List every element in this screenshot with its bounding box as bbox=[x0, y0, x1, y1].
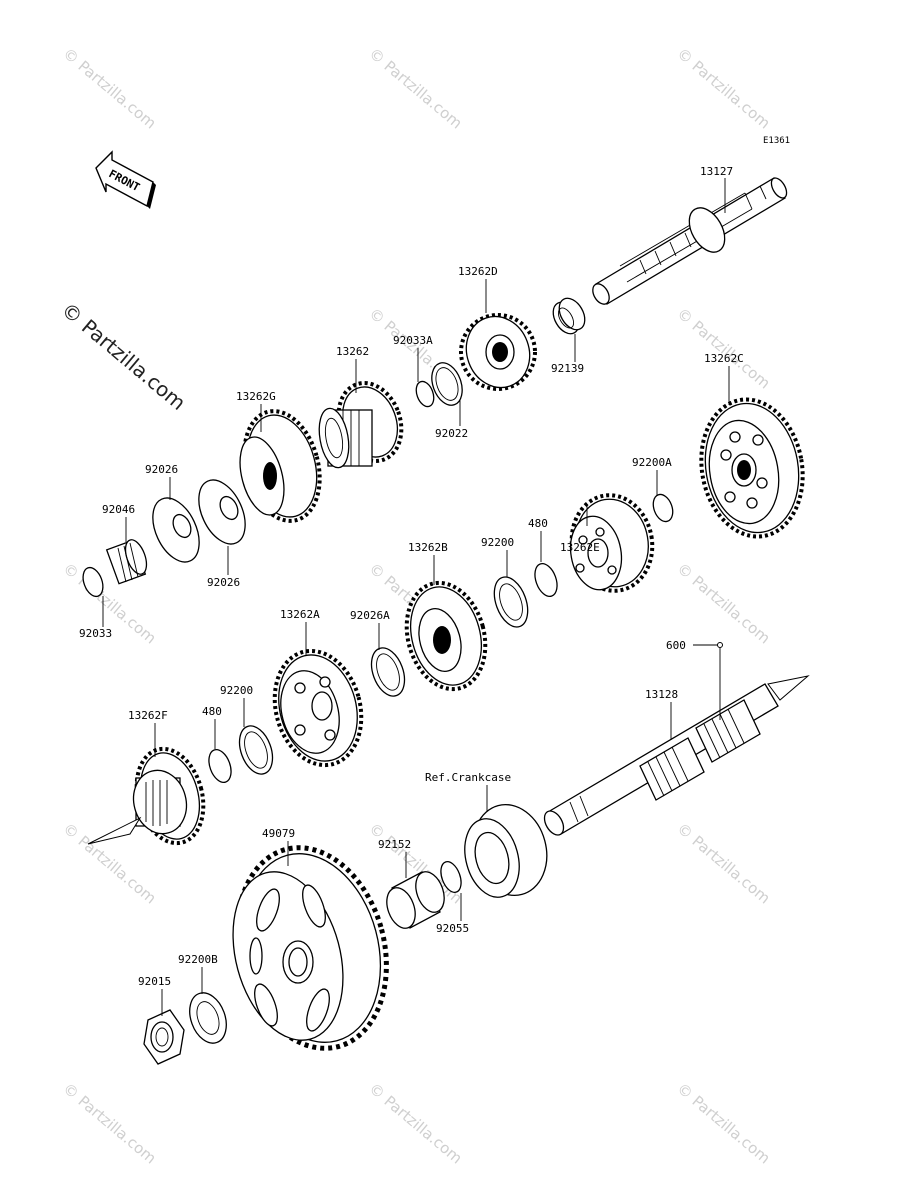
washer-92200[interactable] bbox=[488, 572, 534, 631]
watermark: © Partzilla.com bbox=[673, 819, 773, 907]
diagram-code: E1361 bbox=[763, 136, 790, 146]
circlip-480[interactable] bbox=[531, 561, 561, 600]
circlip-480-b[interactable] bbox=[205, 747, 235, 786]
watermark: © Partzilla.com bbox=[673, 304, 773, 392]
sprocket-49079[interactable] bbox=[216, 831, 408, 1065]
gear-13262B[interactable] bbox=[395, 574, 496, 698]
circlip-92055[interactable] bbox=[437, 859, 465, 895]
watermark: © Partzilla.com bbox=[673, 559, 773, 647]
front-arrow-icon: FRONT bbox=[95, 150, 156, 209]
part-label-92033A[interactable]: 92033A bbox=[393, 334, 433, 347]
part-label-13262G[interactable]: 13262G bbox=[236, 390, 276, 403]
watermark: © Partzilla.com bbox=[365, 1079, 465, 1167]
thrust-washer-92026A[interactable] bbox=[365, 643, 410, 700]
double-gear-13262[interactable] bbox=[315, 374, 412, 470]
part-label-92046[interactable]: 92046 bbox=[102, 503, 135, 516]
part-label-92200B[interactable]: 92200B bbox=[178, 953, 218, 966]
gear-13262F[interactable] bbox=[127, 741, 214, 850]
part-600-indicator[interactable] bbox=[693, 642, 723, 721]
part-label-92200-lower[interactable]: 92200 bbox=[220, 684, 253, 697]
part-label-13262F[interactable]: 13262F bbox=[128, 709, 168, 722]
thrust-washer-92026-b[interactable] bbox=[144, 491, 209, 570]
part-label-13262D[interactable]: 13262D bbox=[458, 265, 498, 278]
part-label-92026A[interactable]: 92026A bbox=[350, 609, 390, 622]
watermark: © Partzilla.com bbox=[673, 1079, 773, 1167]
collar-92152[interactable] bbox=[382, 868, 450, 932]
lock-washer-92200B[interactable] bbox=[183, 988, 233, 1048]
part-label-92200-upper[interactable]: 92200 bbox=[481, 536, 514, 549]
part-label-13127[interactable]: 13127 bbox=[700, 165, 733, 178]
part-label-92200A[interactable]: 92200A bbox=[632, 456, 672, 469]
watermark: © Partzilla.com bbox=[59, 44, 159, 132]
bushing-92139[interactable] bbox=[548, 294, 590, 338]
needle-bearing-92046[interactable] bbox=[105, 537, 151, 585]
reference-crankcase-label: Ref.Crankcase bbox=[425, 771, 511, 784]
part-label-13262A[interactable]: 13262A bbox=[280, 608, 320, 621]
circlip-92033[interactable] bbox=[79, 565, 106, 599]
crankcase-bearing[interactable] bbox=[457, 796, 557, 904]
part-label-13128[interactable]: 13128 bbox=[645, 688, 678, 701]
gear-13262D[interactable] bbox=[457, 308, 540, 397]
part-label-13262E[interactable]: 13262E bbox=[560, 541, 600, 554]
part-label-92026-lower[interactable]: 92026 bbox=[207, 576, 240, 589]
part-label-92139[interactable]: 92139 bbox=[551, 362, 584, 375]
drive-shaft-13128[interactable] bbox=[541, 675, 810, 838]
watermark: © Partzilla.com bbox=[59, 819, 159, 907]
part-label-92015[interactable]: 92015 bbox=[138, 975, 171, 988]
part-label-480-lower[interactable]: 480 bbox=[202, 705, 222, 718]
gear-13262A[interactable] bbox=[262, 641, 373, 775]
site-watermark: © Partzilla.com bbox=[57, 297, 191, 415]
part-label-92022[interactable]: 92022 bbox=[435, 427, 468, 440]
watermark: © Partzilla.com bbox=[365, 44, 465, 132]
part-label-13262C[interactable]: 13262C bbox=[704, 352, 744, 365]
watermark: © Partzilla.com bbox=[673, 44, 773, 132]
circlip-92033A[interactable] bbox=[413, 379, 437, 409]
gear-13262C[interactable] bbox=[691, 391, 813, 544]
washer-92022[interactable] bbox=[426, 359, 467, 410]
nut-92015[interactable] bbox=[143, 1009, 185, 1065]
part-label-480-upper[interactable]: 480 bbox=[528, 517, 548, 530]
gear-13262G[interactable] bbox=[232, 403, 331, 530]
watermark: © Partzilla.com bbox=[59, 1079, 159, 1167]
part-label-92033[interactable]: 92033 bbox=[79, 627, 112, 640]
part-label-13262B[interactable]: 13262B bbox=[408, 541, 448, 554]
output-shaft-13127[interactable] bbox=[589, 175, 789, 307]
part-label-92055[interactable]: 92055 bbox=[436, 922, 469, 935]
part-label-600[interactable]: 600 bbox=[666, 639, 686, 652]
gear-13262E[interactable] bbox=[564, 489, 659, 597]
circlip-92200A[interactable] bbox=[650, 492, 676, 524]
thrust-washer-92026[interactable] bbox=[190, 473, 255, 552]
washer-92200-b[interactable] bbox=[233, 721, 278, 778]
part-label-49079[interactable]: 49079 bbox=[262, 827, 295, 840]
part-label-13262[interactable]: 13262 bbox=[336, 345, 369, 358]
part-label-92152[interactable]: 92152 bbox=[378, 838, 411, 851]
part-label-92026-upper[interactable]: 92026 bbox=[145, 463, 178, 476]
